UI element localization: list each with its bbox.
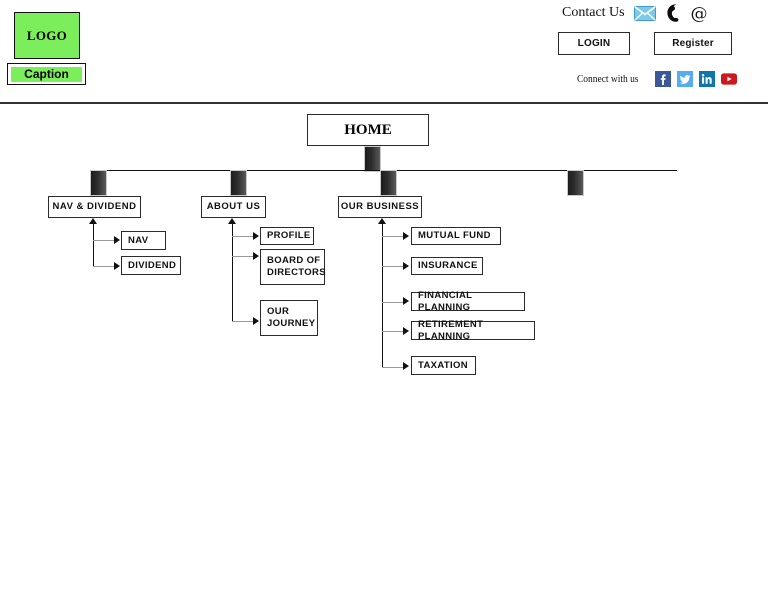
connect-with-us-row: Connect with us (577, 71, 737, 87)
arrow-right-dividend (114, 262, 120, 270)
connector-block-branch-2 (230, 170, 247, 196)
node-our-journey-label: OUR JOURNEY (267, 306, 316, 329)
stub-taxation (382, 367, 404, 368)
arrow-right-our-journey (253, 317, 259, 325)
connect-with-us-label: Connect with us (577, 73, 639, 85)
auth-buttons: LOGIN Register (558, 32, 732, 55)
node-home[interactable]: HOME (307, 114, 429, 146)
arrow-right-insurance (403, 262, 409, 270)
stub-dividend (93, 266, 115, 267)
connector-block-branch-3 (380, 170, 397, 196)
contact-us-label: Contact Us (562, 5, 625, 20)
node-nav-dividend-label: NAV & DIVIDEND (52, 201, 137, 212)
node-nav[interactable]: NAV (121, 231, 166, 250)
stub-insurance (382, 266, 404, 267)
node-dividend-label: DIVIDEND (128, 259, 177, 271)
node-mutual-fund[interactable]: MUTUAL FUND (411, 227, 501, 245)
connector-block-branch-4 (567, 170, 584, 196)
node-board-of-directors[interactable]: BOARD OF DIRECTORS (260, 249, 326, 285)
node-mutual-fund-label: MUTUAL FUND (418, 230, 491, 241)
node-retirement-planning[interactable]: RETIREMENT PLANNING (411, 318, 535, 342)
node-financial-planning-label: FINANCIAL PLANNING (418, 289, 473, 313)
node-profile-label: PROFILE (267, 230, 311, 241)
arrow-up-our-business (378, 218, 386, 224)
caption-box: Caption (7, 63, 86, 85)
arrow-right-taxation (403, 362, 409, 370)
arrow-right-nav (114, 236, 120, 244)
connector-block-branch-1 (90, 170, 107, 196)
logo-box[interactable]: LOGO (14, 12, 80, 59)
node-financial-planning[interactable]: FINANCIAL PLANNING (411, 289, 525, 313)
stub-board-of-directors (232, 256, 254, 257)
arrow-right-board-of-directors (253, 252, 259, 260)
connector-block-root (364, 146, 381, 172)
phone-icon[interactable] (665, 3, 681, 23)
contact-us-row: Contact Us @ (562, 3, 708, 23)
youtube-icon[interactable] (720, 71, 737, 87)
node-our-business[interactable]: OUR BUSINESS (338, 196, 422, 218)
caption-text: Caption (11, 66, 82, 82)
node-taxation[interactable]: TAXATION (411, 356, 476, 375)
node-nav-dividend[interactable]: NAV & DIVIDEND (48, 196, 141, 218)
linkedin-icon[interactable] (698, 71, 715, 87)
stub-profile (232, 236, 254, 237)
arrow-right-mutual-fund (403, 232, 409, 240)
facebook-icon[interactable] (654, 71, 671, 87)
arrow-right-retirement-planning (403, 327, 409, 335)
rail-about-us (232, 223, 233, 322)
arrow-up-nav-dividend (89, 218, 97, 224)
node-nav-label: NAV (128, 234, 149, 246)
node-profile[interactable]: PROFILE (260, 227, 314, 245)
stub-nav (93, 240, 115, 241)
arrow-up-about-us (228, 218, 236, 224)
node-taxation-label: TAXATION (418, 359, 468, 371)
logo-text: LOGO (26, 27, 68, 43)
arrow-right-profile (253, 232, 259, 240)
node-about-us[interactable]: ABOUT US (201, 196, 266, 218)
register-button[interactable]: Register (654, 32, 732, 55)
login-button[interactable]: LOGIN (558, 32, 630, 55)
node-dividend[interactable]: DIVIDEND (121, 256, 181, 275)
header-divider (0, 102, 768, 104)
rail-our-business (382, 223, 383, 368)
node-retirement-planning-label: RETIREMENT PLANNING (418, 318, 484, 342)
arrow-right-financial-planning (403, 297, 409, 305)
node-our-journey[interactable]: OUR JOURNEY (260, 300, 318, 336)
stub-financial-planning (382, 302, 404, 303)
node-insurance-label: INSURANCE (418, 260, 478, 271)
at-icon[interactable]: @ (690, 4, 708, 23)
node-our-business-label: OUR BUSINESS (340, 201, 420, 212)
stub-retirement-planning (382, 331, 404, 332)
svg-text:@: @ (690, 4, 707, 23)
node-insurance[interactable]: INSURANCE (411, 257, 483, 275)
node-home-label: HOME (344, 121, 392, 138)
envelope-icon[interactable] (633, 5, 656, 21)
twitter-icon[interactable] (676, 71, 693, 87)
node-board-of-directors-label: BOARD OF DIRECTORS (267, 255, 326, 278)
rail-nav-dividend (93, 223, 94, 267)
node-about-us-label: ABOUT US (206, 201, 261, 212)
stub-mutual-fund (382, 236, 404, 237)
stub-our-journey (232, 321, 254, 322)
